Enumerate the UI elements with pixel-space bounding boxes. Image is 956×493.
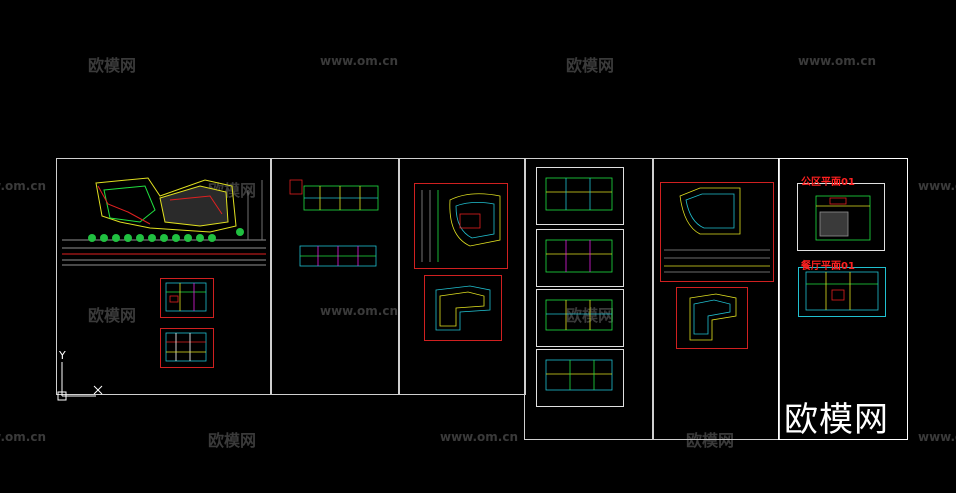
ucs-axis-icon bbox=[57, 362, 103, 401]
watermark-url: www.om.cn bbox=[320, 304, 399, 318]
site-layout-sheet[interactable] bbox=[660, 182, 774, 282]
site-layout-drawing bbox=[664, 187, 770, 341]
watermark-brand: 欧模网 bbox=[88, 56, 137, 75]
watermark-url: www.om.cn bbox=[918, 179, 956, 193]
watermark-brand-large: 欧模网 bbox=[784, 400, 889, 440]
office-plan-sheet[interactable] bbox=[797, 183, 885, 251]
watermark-url: www.om.cn bbox=[440, 430, 519, 444]
site-layout-sheet[interactable] bbox=[414, 183, 508, 269]
hall-plan-sheet[interactable] bbox=[798, 267, 886, 317]
floor-plan-drawing bbox=[289, 179, 379, 267]
floor-plan-sheet[interactable] bbox=[676, 287, 748, 349]
floor-plan-drawing bbox=[545, 177, 613, 391]
watermark-url: www.om.cn bbox=[918, 430, 956, 444]
floor-plan-sheet[interactable] bbox=[424, 275, 502, 341]
site-plan-drawing bbox=[62, 177, 266, 266]
floor-plan-drawing bbox=[805, 195, 879, 311]
watermark-brand: 欧模网 bbox=[686, 431, 735, 450]
layout-frame-6[interactable] bbox=[778, 158, 908, 440]
floor-plan-sheet[interactable] bbox=[160, 278, 214, 318]
site-layout-drawing bbox=[421, 190, 501, 331]
watermark-url: www.om.cn bbox=[320, 54, 399, 68]
floor-plan-sheet[interactable] bbox=[536, 349, 624, 407]
watermark-url: www.om.cn bbox=[0, 179, 47, 193]
floor-plan-sheet[interactable] bbox=[160, 328, 214, 368]
floor-plan-sheet[interactable] bbox=[536, 289, 624, 347]
floor-plan-sheet[interactable] bbox=[536, 167, 624, 225]
ucs-y-label: Y bbox=[59, 349, 66, 362]
layout-frame-3[interactable] bbox=[398, 158, 526, 395]
layout-frame-2[interactable] bbox=[270, 158, 400, 395]
watermark-brand: 欧模网 bbox=[208, 431, 257, 450]
layout-frame-5[interactable] bbox=[652, 158, 780, 440]
watermark-brand: 欧模网 bbox=[566, 56, 615, 75]
office-plan-label: 公区平面01 bbox=[801, 177, 855, 188]
hall-plan-label: 餐厅平面01 bbox=[801, 261, 855, 272]
watermark-brand: 欧模网 bbox=[88, 306, 137, 325]
floor-plan-drawing bbox=[165, 282, 207, 362]
floor-plan-sheet[interactable] bbox=[536, 229, 624, 287]
watermark-url: www.om.cn bbox=[798, 54, 877, 68]
layout-frame-1[interactable] bbox=[56, 158, 272, 395]
watermark-url: www.om.cn bbox=[0, 430, 47, 444]
layout-frame-4[interactable] bbox=[524, 158, 654, 440]
